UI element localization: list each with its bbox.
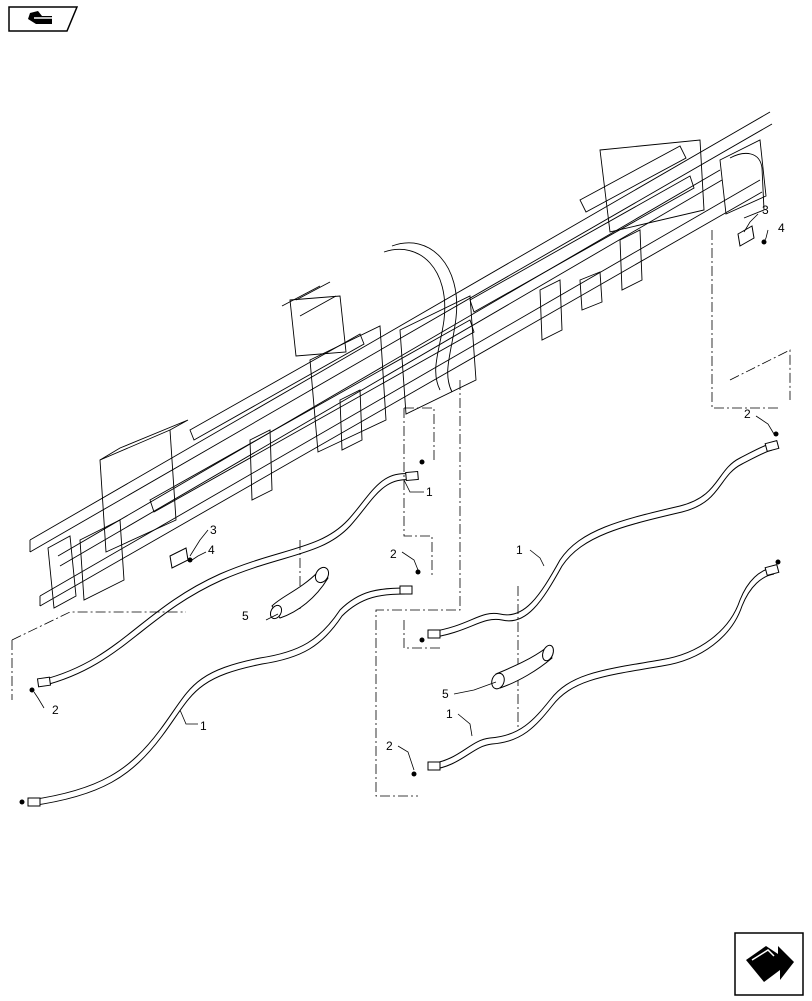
hose-lower-left — [29, 587, 407, 801]
callout-hose-upper-right: 1 — [516, 543, 523, 557]
brackets — [169, 225, 755, 569]
hoses — [29, 443, 775, 807]
callout-fitting-upper-left: 2 — [390, 547, 397, 561]
callout-fitting-left: 2 — [52, 703, 59, 717]
callout-fitting-upper-right: 2 — [744, 407, 751, 421]
previous-page-button[interactable] — [8, 6, 79, 32]
hose-upper-left — [41, 473, 411, 681]
callout-fitting-lower-right: 2 — [386, 739, 393, 753]
callout-bracket-left: 3 — [210, 523, 217, 537]
callout-sleeve-left: 5 — [242, 609, 249, 623]
next-page-button[interactable] — [734, 932, 804, 996]
callout-clamp-left: 4 — [208, 543, 215, 557]
callout-bracket-right: 3 — [762, 203, 769, 217]
hose-upper-right — [429, 443, 771, 633]
callouts: 1 2 2 1 3 4 5 3 4 2 1 5 1 2 — [52, 203, 785, 753]
bracket-left — [169, 547, 189, 569]
bracket-right — [737, 225, 755, 247]
sleeves — [269, 566, 554, 690]
next-page-icon — [734, 932, 804, 996]
clamp-dots — [19, 239, 781, 805]
callout-hose-upper-left: 1 — [426, 485, 433, 499]
boom-frame — [29, 111, 773, 609]
callout-leaders — [33, 213, 775, 771]
callout-clamp-right: 4 — [778, 221, 785, 235]
phantom-lines — [11, 230, 791, 797]
callout-hose-lower-left: 1 — [200, 719, 207, 733]
previous-page-icon — [8, 6, 79, 32]
hose-fittings — [27, 439, 780, 807]
callout-sleeve-right: 5 — [442, 687, 449, 701]
sleeve-left — [271, 571, 329, 619]
hose-lower-right — [429, 567, 773, 765]
sleeve-right — [495, 647, 553, 689]
callout-hose-lower-right: 1 — [446, 707, 453, 721]
